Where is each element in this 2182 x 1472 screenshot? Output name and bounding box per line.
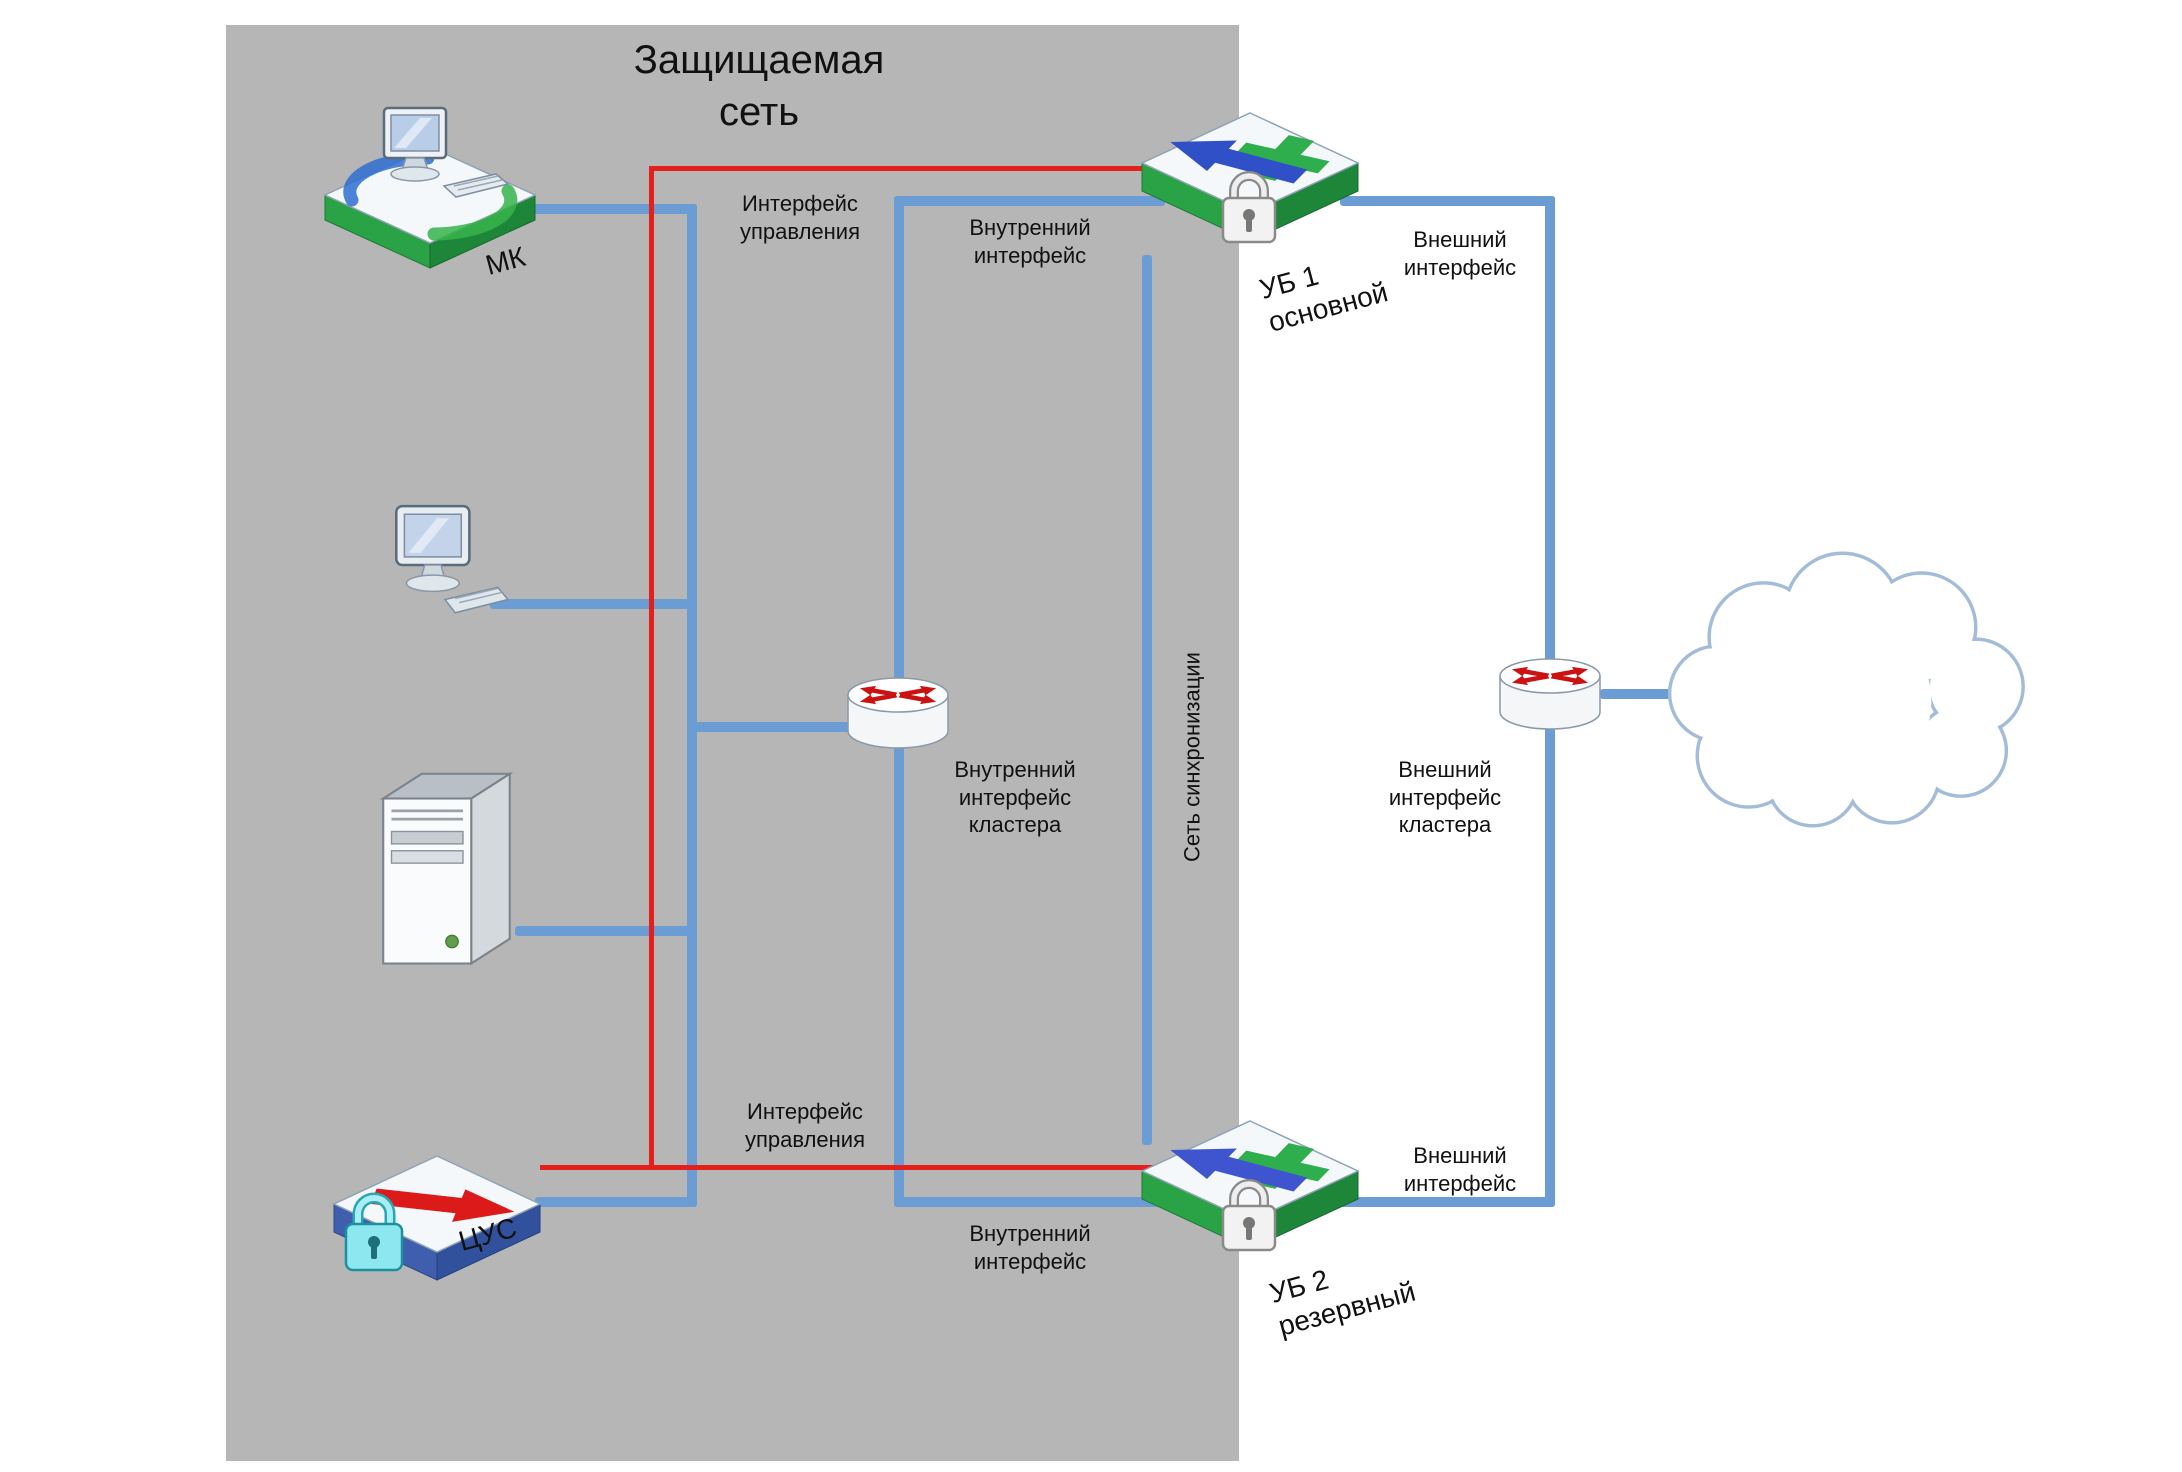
ub2-node <box>1130 1106 1370 1296</box>
router-icon <box>847 677 949 749</box>
label-external-interface-bottom: Внешний интерфейс <box>1403 1143 1517 1196</box>
workstation-icon <box>395 504 510 614</box>
link-external-interface-ub1 <box>1340 196 1555 206</box>
label-management-interface-top: Интерфейс управления <box>740 191 860 244</box>
link-server-to-bus <box>515 926 697 936</box>
diagram-title: Защищаемая сеть <box>633 38 885 134</box>
link-external-interface-ub2 <box>1340 1197 1555 1207</box>
link-lan-bus <box>687 204 697 1207</box>
label-internal-interface-bottom: Внутренний интерфейс <box>969 1221 1091 1274</box>
label-external-interface-top: Внешний интерфейс <box>1403 227 1517 280</box>
label-internal-interface-top: Внутренний интерфейс <box>969 215 1091 268</box>
security-gateway-icon <box>1140 1120 1360 1252</box>
internal-router-node <box>843 671 953 755</box>
server-node <box>364 760 529 980</box>
link-sync-network <box>1142 255 1152 1145</box>
link-management-bottom <box>540 1165 1170 1170</box>
label-sync-network: Сеть синхронизации <box>1179 652 1205 862</box>
label-external-cluster-interface: Внешний интерфейс кластера <box>1388 757 1502 837</box>
link-router-to-cloud <box>1600 689 1695 699</box>
label-internal-cluster-interface: Внутренний интерфейс кластера <box>954 757 1076 837</box>
workstation-node <box>378 498 510 630</box>
link-workstation-to-bus <box>490 599 697 609</box>
cus-node <box>322 1134 552 1314</box>
link-cluster-branch <box>687 722 904 732</box>
link-management-vertical <box>649 166 654 1170</box>
link-internal-interface-ub1 <box>894 196 1165 206</box>
label-management-interface-bottom: Интерфейс управления <box>745 1099 865 1152</box>
mk-node <box>310 90 550 280</box>
router-icon <box>1499 658 1601 730</box>
link-internal-interface-ub2 <box>894 1197 1165 1207</box>
link-cus-to-bus <box>535 1197 697 1207</box>
ub1-node <box>1130 98 1370 288</box>
server-icon <box>379 771 514 966</box>
link-mk-to-bus <box>520 204 697 214</box>
internet-cloud-icon <box>1667 551 2025 828</box>
cloud-node <box>1640 543 2035 840</box>
link-management-top <box>649 166 1170 171</box>
external-router-node <box>1495 652 1605 736</box>
management-console-icon <box>323 106 537 269</box>
management-center-icon <box>332 1155 542 1281</box>
security-gateway-icon <box>1140 112 1360 244</box>
